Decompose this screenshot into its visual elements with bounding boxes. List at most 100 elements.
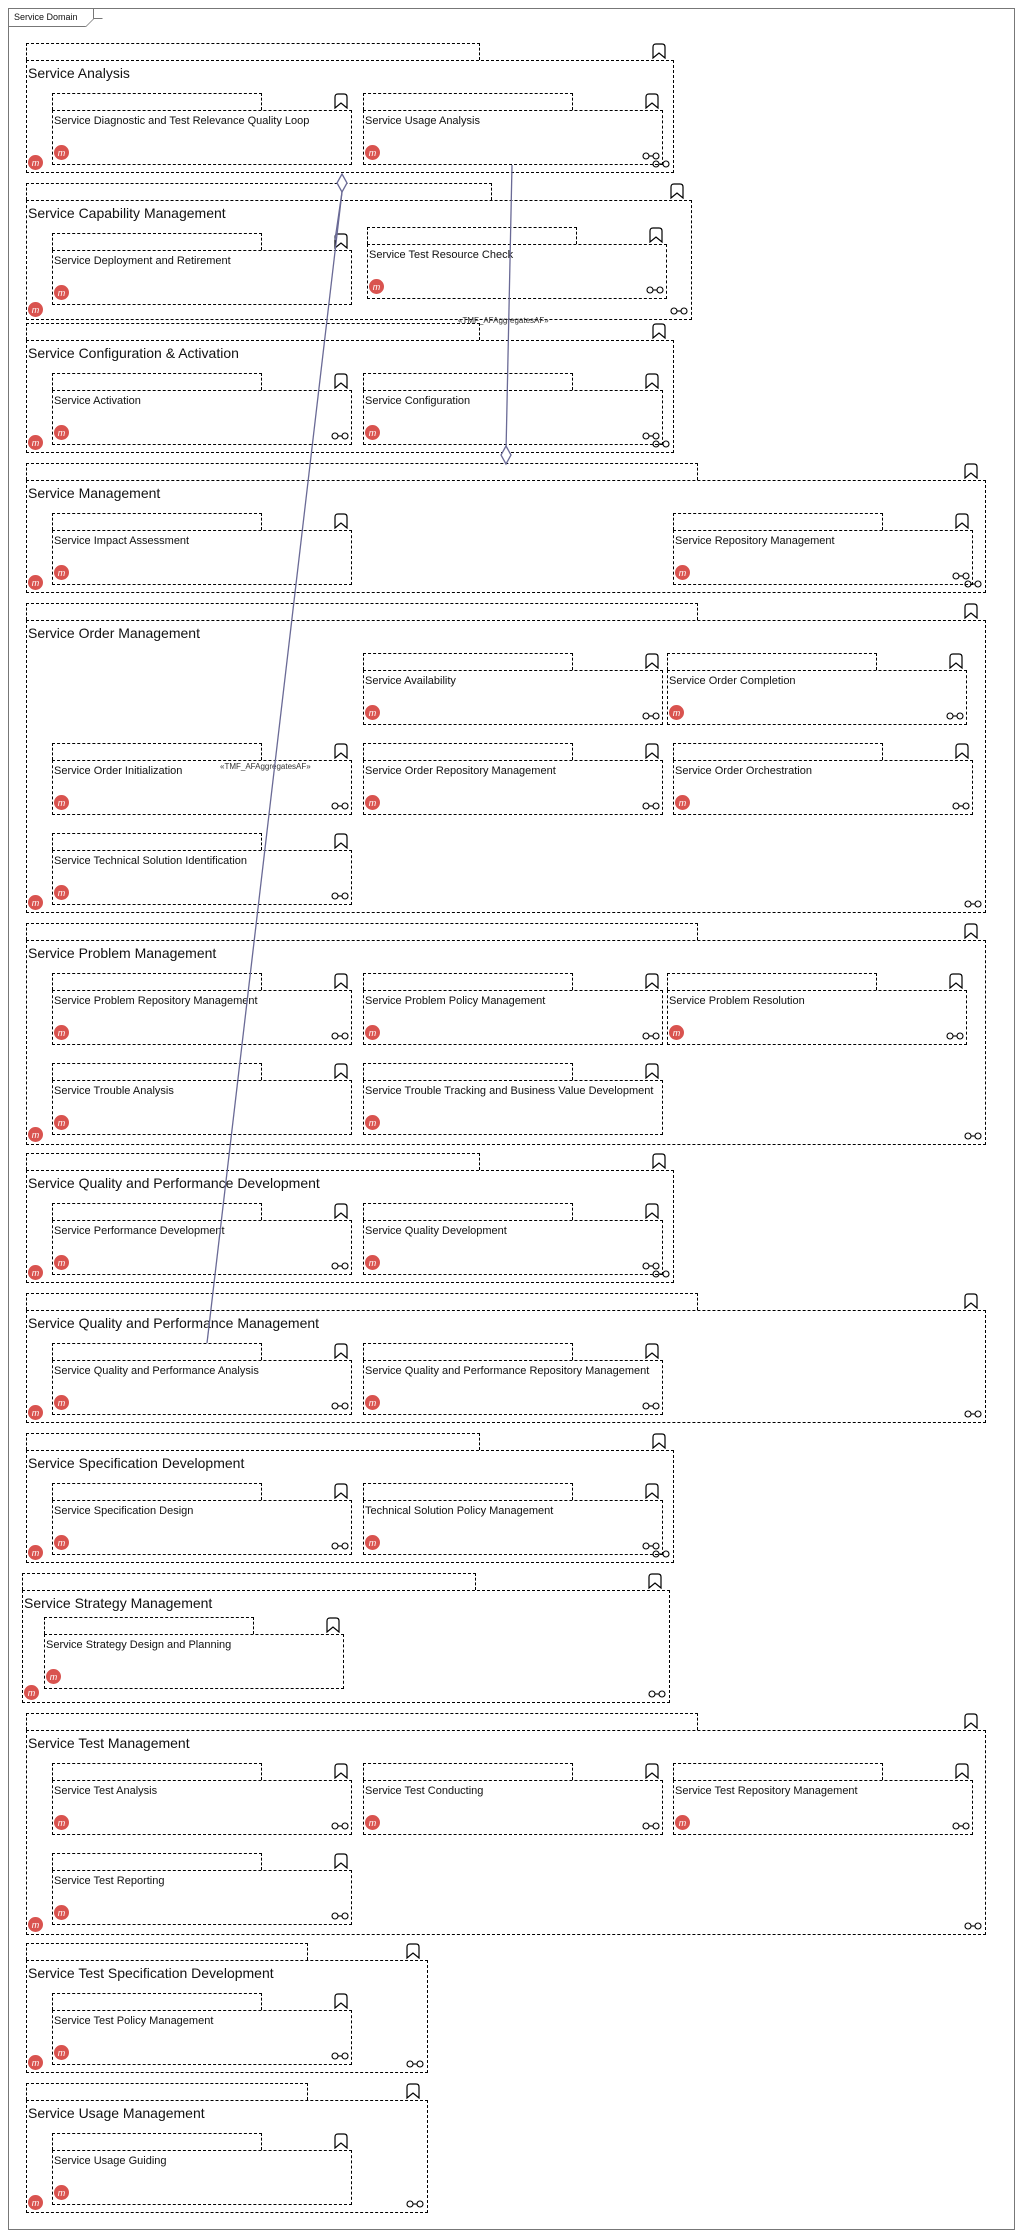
- package-body: [26, 620, 986, 913]
- svg-text:m: m: [58, 1028, 66, 1038]
- package-service-quality-and-performance-development[interactable]: Service Quality and Performance Developm…: [26, 1153, 674, 1283]
- component-body: [673, 760, 973, 815]
- stereotype-red-icon: m: [54, 1905, 69, 1920]
- svg-text:m: m: [32, 1268, 40, 1278]
- component-title: Service Quality and Performance Reposito…: [365, 1365, 650, 1377]
- stereotype-red-icon: m: [54, 285, 69, 300]
- package-service-analysis[interactable]: Service Analysis m: [26, 43, 674, 173]
- component-tab: [363, 1063, 573, 1080]
- package-title: Service Quality and Performance Developm…: [28, 1175, 320, 1191]
- component-body: [363, 110, 663, 165]
- package-body: [22, 1590, 670, 1703]
- stereotype-red-icon: m: [675, 1815, 690, 1830]
- component-title: Service Quality and Performance Analysis: [54, 1365, 259, 1377]
- component-bookmark-icon: [645, 1763, 659, 1779]
- component-body: [363, 1220, 663, 1275]
- component-service-order-repository-management[interactable]: Service Order Repository Management m: [363, 743, 663, 815]
- package-title: Service Usage Management: [28, 2105, 205, 2121]
- aggregation-connector-quality-performance-analysis[interactable]: [206, 191, 343, 1344]
- component-title: Service Order Repository Management: [365, 765, 556, 777]
- svg-text:m: m: [32, 1920, 40, 1930]
- aggregation-diamond[interactable]: [336, 172, 348, 194]
- component-title: Service Order Orchestration: [675, 765, 812, 777]
- frame-tab: Service Domain: [9, 9, 94, 27]
- package-bookmark-icon: [652, 1153, 666, 1169]
- component-bookmark-icon: [645, 1063, 659, 1079]
- package-body: [26, 1310, 986, 1423]
- component-title: Service Quality Development: [365, 1225, 507, 1237]
- package-service-quality-and-performance-management[interactable]: Service Quality and Performance Manageme…: [26, 1293, 986, 1423]
- svg-text:m: m: [58, 1118, 66, 1128]
- component-body: [52, 530, 352, 585]
- component-service-trouble-tracking-and-business-value-development[interactable]: Service Trouble Tracking and Business Va…: [363, 1063, 663, 1135]
- component-bookmark-icon: [645, 1343, 659, 1359]
- component-service-diagnostic-and-test-relevance-quality-loop[interactable]: Service Diagnostic and Test Relevance Qu…: [52, 93, 352, 165]
- component-body: [52, 110, 352, 165]
- aggregation-diamond[interactable]: [500, 444, 512, 466]
- package-title: Service Analysis: [28, 65, 130, 81]
- component-link-icon: [642, 1262, 660, 1270]
- svg-text:m: m: [369, 148, 377, 158]
- component-tab: [363, 973, 573, 990]
- component-service-quality-and-performance-analysis[interactable]: Service Quality and Performance Analysis…: [52, 1343, 352, 1415]
- component-service-quality-and-performance-repository-management[interactable]: Service Quality and Performance Reposito…: [363, 1343, 663, 1415]
- package-body: [26, 200, 692, 320]
- component-service-technical-solution-identification[interactable]: Service Technical Solution Identificatio…: [52, 833, 352, 905]
- stereotype-red-icon: m: [365, 795, 380, 810]
- component-link-icon: [946, 1032, 964, 1040]
- svg-text:m: m: [58, 1258, 66, 1268]
- package-title: Service Strategy Management: [24, 1595, 213, 1611]
- package-tab: [26, 1293, 698, 1310]
- stereotype-red-icon: m: [28, 302, 43, 317]
- component-body: [367, 244, 667, 299]
- component-tab: [52, 973, 262, 990]
- package-body: [26, 1170, 674, 1283]
- component-link-icon: [331, 1262, 349, 1270]
- package-link-icon: [964, 900, 982, 908]
- aggregation-connector-usage-analysis[interactable]: [505, 164, 513, 453]
- aggregation-connector-segment[interactable]: [334, 191, 343, 241]
- component-title: Service Technical Solution Identificatio…: [54, 855, 248, 867]
- stereotype-red-icon: m: [54, 565, 69, 580]
- component-tab: [363, 1343, 573, 1360]
- package-title: Service Specification Development: [28, 1455, 245, 1471]
- component-bookmark-icon: [334, 1483, 348, 1499]
- component-body: [52, 2010, 352, 2065]
- svg-text:m: m: [369, 1028, 377, 1038]
